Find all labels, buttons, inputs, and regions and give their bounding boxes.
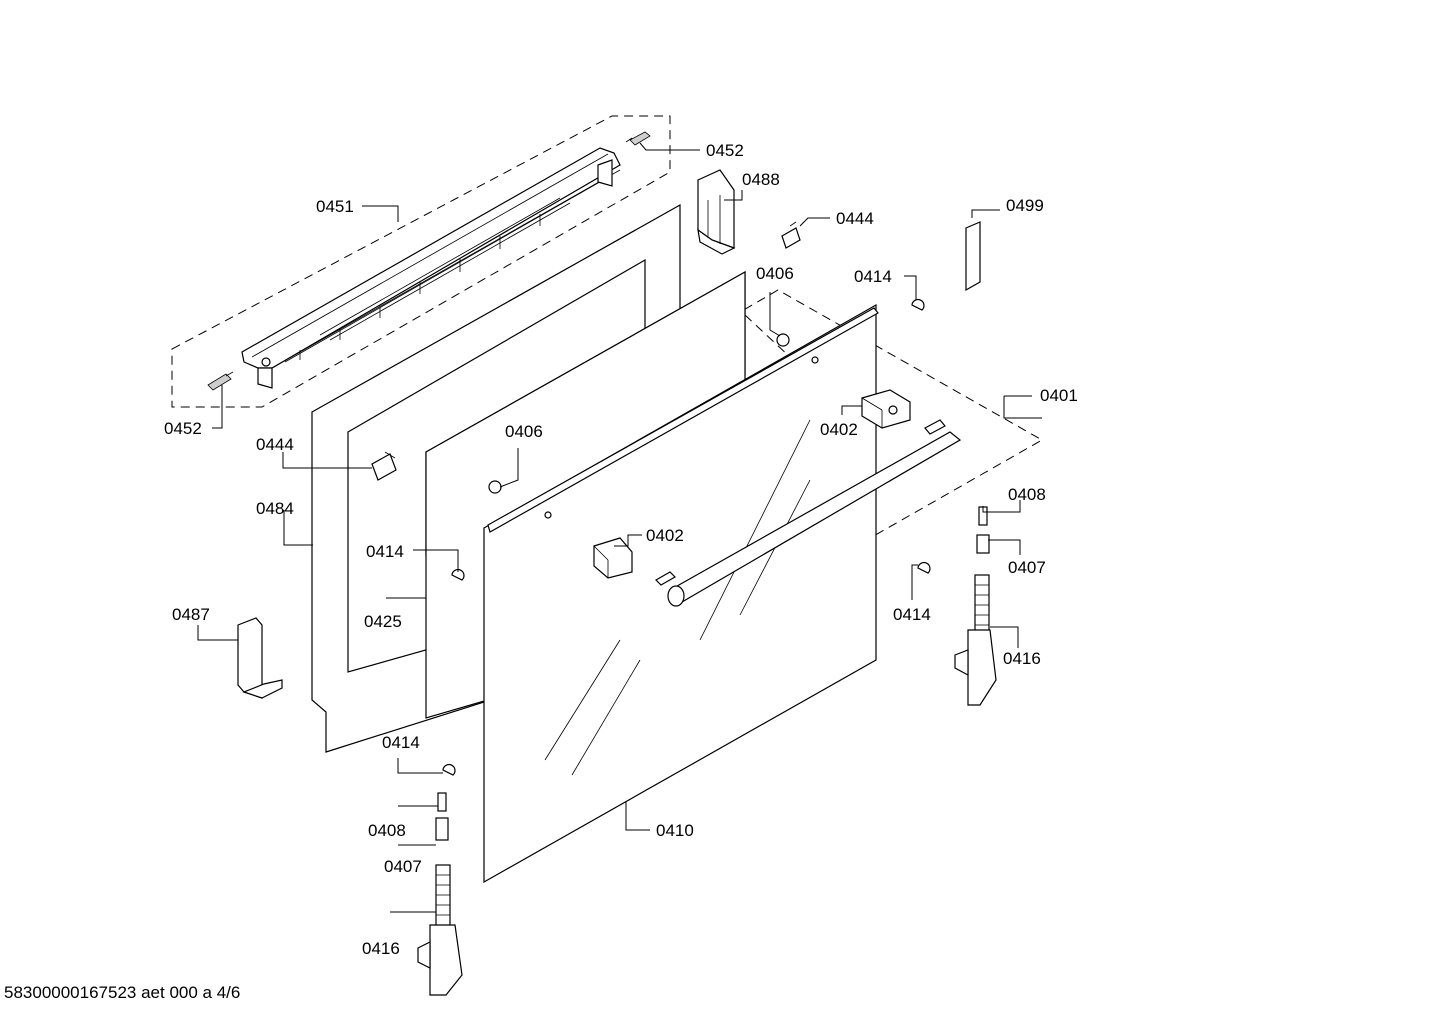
label-0408-bottom: 0408 <box>368 821 406 840</box>
cap-0414-right <box>917 562 931 574</box>
part-labels: 0452 0451 0488 0444 0499 0406 0414 0401 … <box>164 141 1078 958</box>
label-0410: 0410 <box>656 821 694 840</box>
label-0414-mid: 0414 <box>366 542 404 561</box>
clip-0444-left <box>371 451 397 481</box>
label-0499: 0499 <box>1006 196 1044 215</box>
leader-lines <box>197 142 1042 913</box>
bumper-0406-top <box>776 333 790 347</box>
bracket-0488 <box>697 169 736 255</box>
label-0416-right: 0416 <box>1003 649 1041 668</box>
door-handle <box>655 419 962 607</box>
label-0451: 0451 <box>316 197 354 216</box>
label-0414-bottom: 0414 <box>382 733 420 752</box>
label-0444-top: 0444 <box>836 209 874 228</box>
label-0414-right: 0414 <box>893 605 931 624</box>
cap-0414-bottom <box>442 764 456 776</box>
label-0425: 0425 <box>364 612 402 631</box>
label-0401: 0401 <box>1040 386 1078 405</box>
drawing-reference-footer: 58300000167523 aet 000 a 4/6 <box>4 983 240 1002</box>
upper-trim-assembly-outline <box>171 115 671 408</box>
label-0444-left: 0444 <box>256 435 294 454</box>
top-trim-strip <box>241 147 621 389</box>
handle-mount-right <box>861 389 911 429</box>
cap-0414-top <box>911 299 925 311</box>
pin-left <box>207 371 234 391</box>
label-0407-right: 0407 <box>1008 558 1046 577</box>
cap-0414-mid <box>451 569 465 581</box>
label-0488: 0488 <box>742 170 780 189</box>
clip-0444-top <box>781 221 801 249</box>
label-0402-mid: 0402 <box>646 526 684 545</box>
pin-top <box>625 131 651 146</box>
label-0416-bottom: 0416 <box>362 939 400 958</box>
label-0414-top: 0414 <box>854 267 892 286</box>
strip-0499 <box>965 221 981 292</box>
label-0408-right: 0408 <box>1008 485 1046 504</box>
label-0452-top: 0452 <box>706 141 744 160</box>
bumper-0406-mid <box>488 480 502 494</box>
label-0406-mid: 0406 <box>505 422 543 441</box>
label-0407-bottom: 0407 <box>384 857 422 876</box>
label-0406-top: 0406 <box>756 264 794 283</box>
label-0484: 0484 <box>256 499 294 518</box>
hinge-bottom <box>417 792 463 996</box>
label-0487: 0487 <box>172 605 210 624</box>
bracket-0487 <box>237 617 283 699</box>
handle-mount-mid <box>593 537 633 579</box>
label-0452-left: 0452 <box>164 419 202 438</box>
label-0402-right: 0402 <box>820 420 858 439</box>
hinge-right <box>954 506 997 706</box>
